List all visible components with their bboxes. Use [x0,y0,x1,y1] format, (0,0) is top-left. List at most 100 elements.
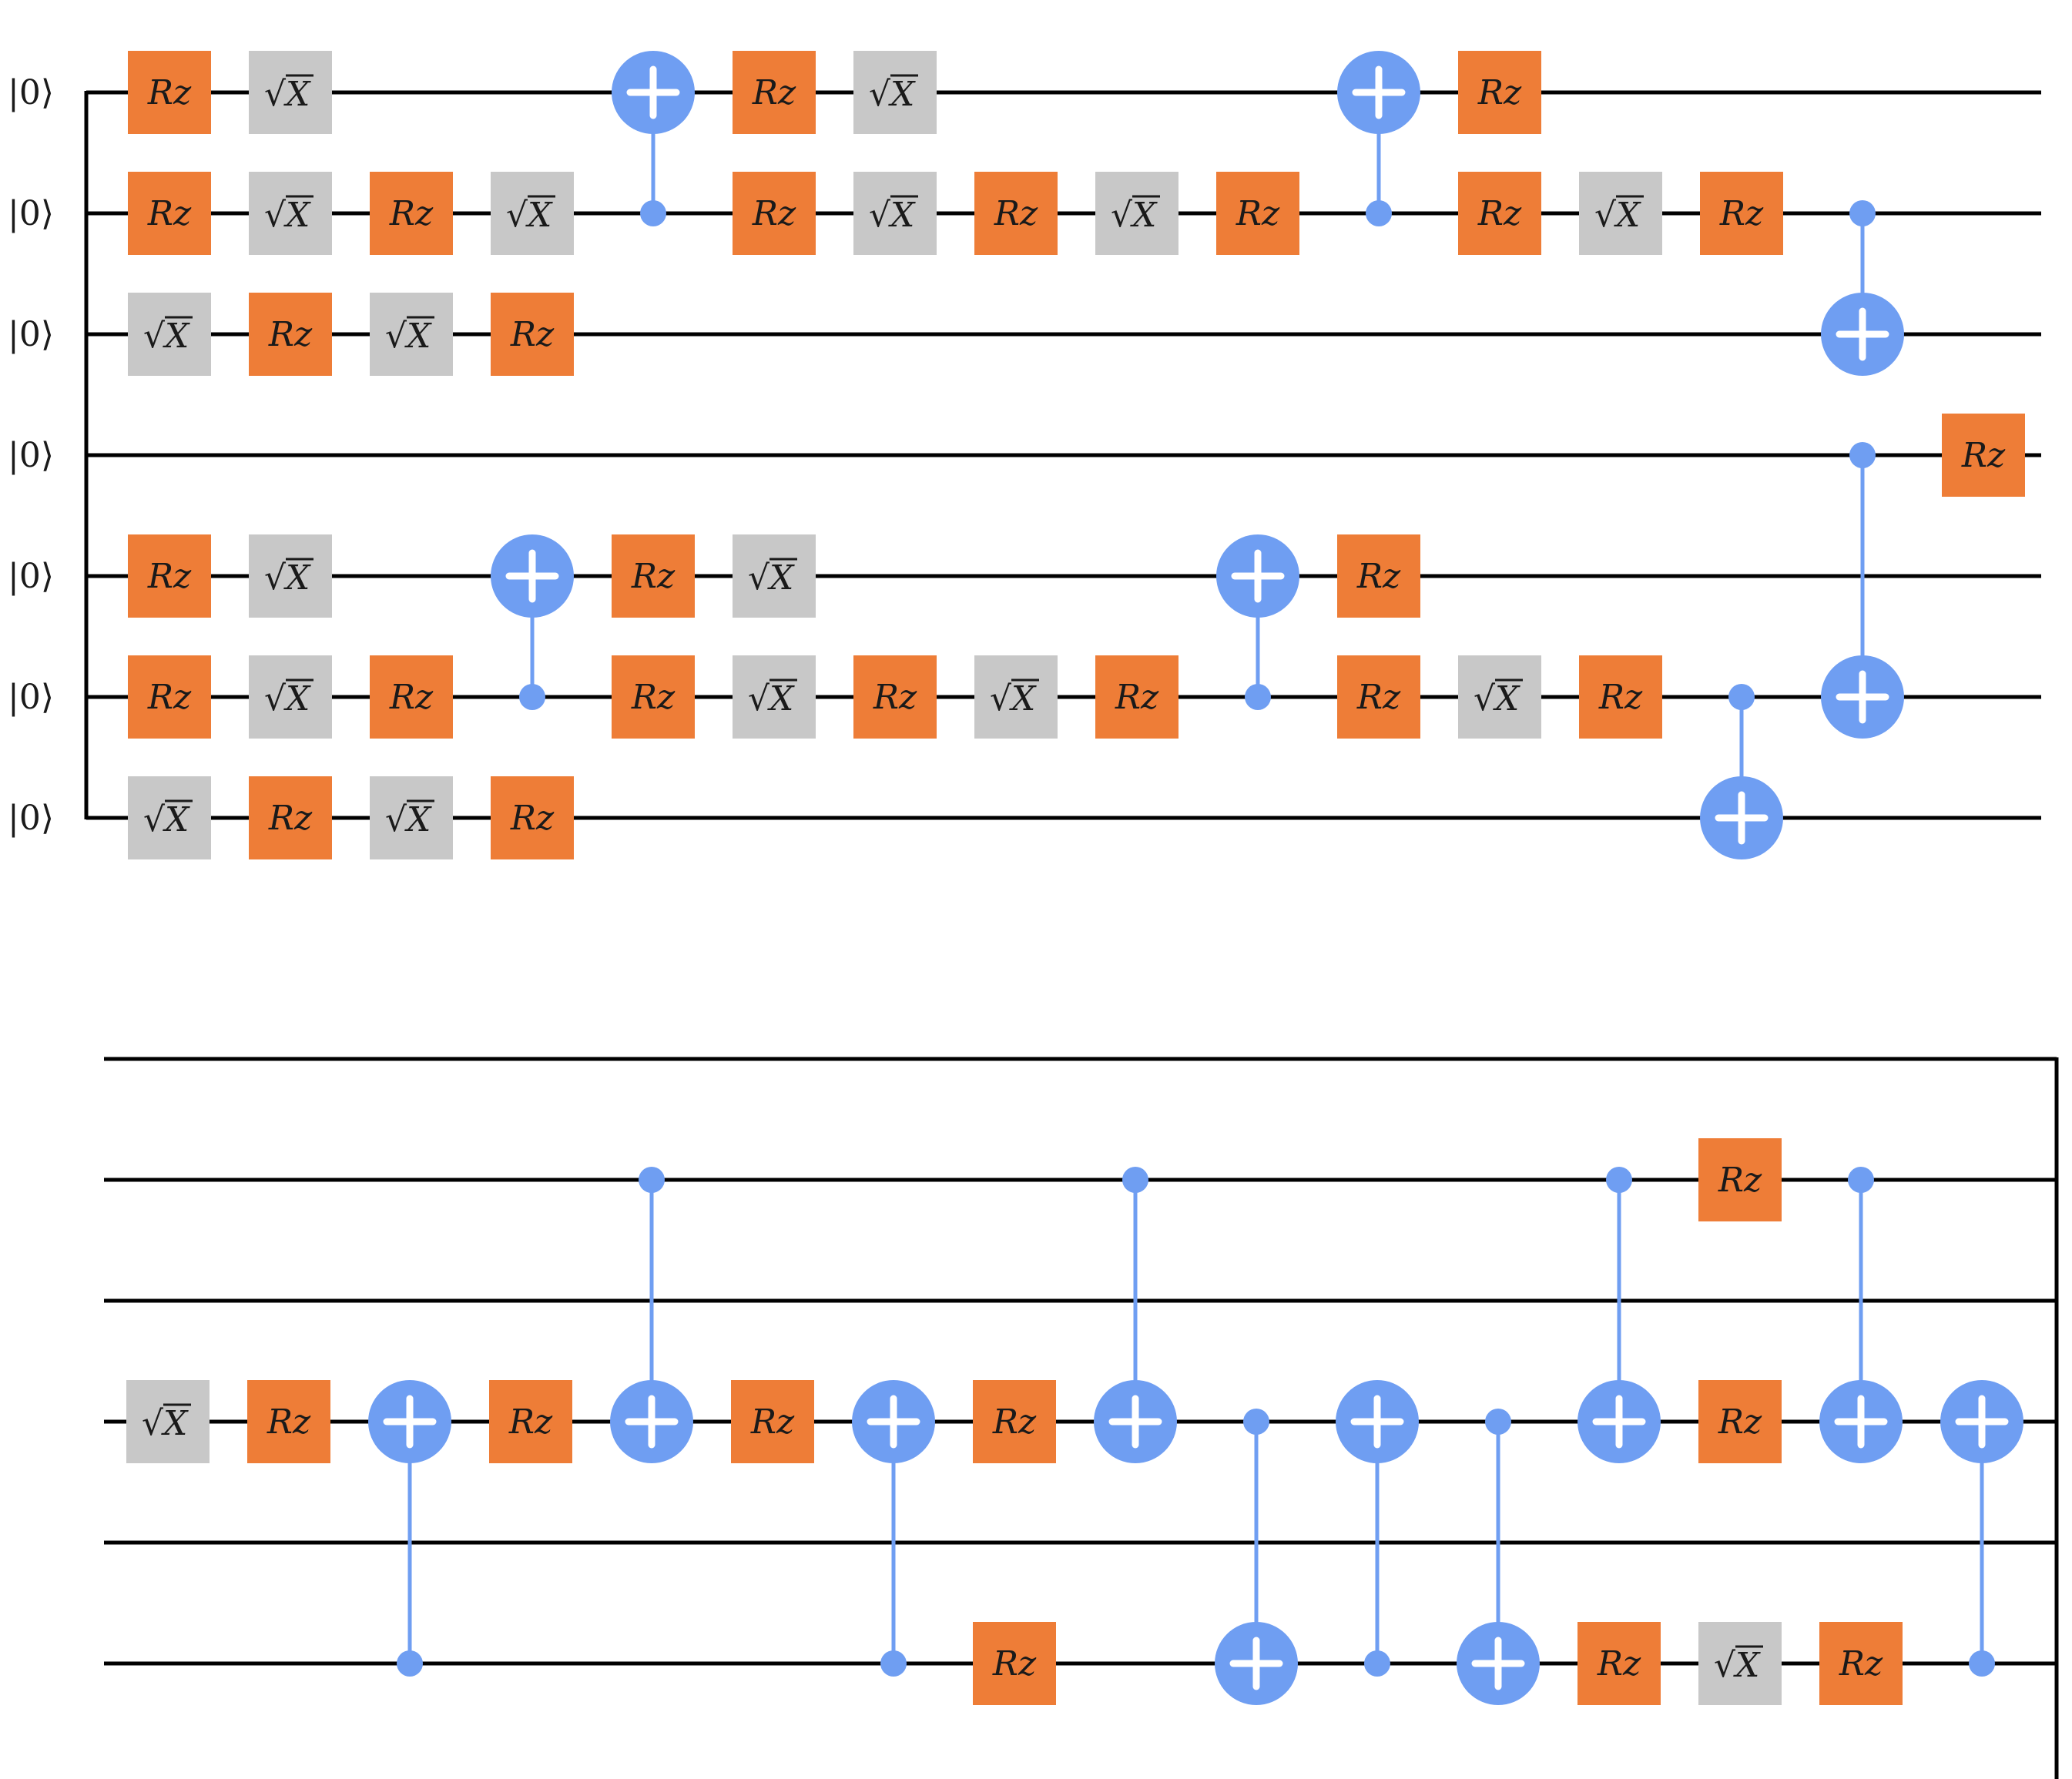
circle-plus-icon [1821,655,1904,739]
rz-gate-label: Rz [1718,1161,1762,1200]
rz-gate: Rz [1698,1138,1782,1221]
rz-gate-label: Rz [1718,1402,1762,1442]
circle-plus-icon [1821,293,1904,376]
filled-dot-icon [1245,684,1271,710]
cnot-gate [1940,1380,2023,1677]
sqrt-x-letter: X [1614,196,1641,235]
rz-gate: Rz [128,51,211,134]
filled-dot-icon [1849,442,1876,468]
rz-gate-label: Rz [992,1402,1037,1442]
rz-gate: Rz [973,1380,1056,1463]
rz-gate-label: Rz [1356,678,1401,717]
sqrt-symbol: √ [264,75,287,114]
circle-plus-icon [368,1380,451,1463]
filled-dot-icon [1485,1409,1511,1435]
rz-gate-label: Rz [631,678,676,717]
sqrt-x-gate: √X [853,51,937,134]
sqrt-x-gate: √X [733,534,816,618]
sqrt-x-gate: √X [128,293,211,376]
rz-gate: Rz [247,1380,330,1463]
rz-gate-label: Rz [752,194,796,233]
rz-gate: Rz [370,655,453,739]
sqrt-x-gate: √X [853,172,937,255]
sqrt-x-letter: X [1130,196,1158,235]
circle-plus-icon [1094,1380,1177,1463]
circle-plus-icon [1457,1622,1540,1705]
circle-plus-icon [1700,776,1783,859]
rz-gate: Rz [731,1380,814,1463]
sqrt-x-letter: X [888,196,916,235]
rz-gate: Rz [489,1380,572,1463]
sqrt-symbol: √ [748,558,770,598]
sqrt-symbol: √ [990,679,1012,719]
filled-dot-icon [1728,684,1755,710]
sqrt-symbol: √ [143,317,166,356]
cnot-gate [610,1167,693,1463]
sqrt-x-letter: X [767,679,795,719]
initial-state-label: |0⟩ [8,73,54,112]
rz-gate-label: Rz [1598,678,1643,717]
rz-gate: Rz [612,534,695,618]
circle-plus-icon [1819,1380,1903,1463]
circle-plus-icon [491,534,574,618]
sqrt-symbol: √ [748,679,770,719]
rz-gate: Rz [1458,172,1541,255]
rz-gate-label: Rz [873,678,917,717]
circle-plus-icon [610,1380,693,1463]
circle-plus-icon [1940,1380,2023,1463]
cnot-gate [1215,1409,1298,1705]
rz-gate: Rz [1577,1622,1661,1705]
sqrt-x-letter: X [1009,679,1037,719]
rz-gate: Rz [128,534,211,618]
sqrt-x-letter: X [283,558,311,598]
sqrt-x-gate: √X [249,655,332,739]
sqrt-x-letter: X [767,558,795,598]
cnot-gate [1457,1409,1540,1705]
sqrt-symbol: √ [142,1404,164,1443]
circle-plus-icon [1216,534,1299,618]
filled-dot-icon [880,1650,907,1677]
sqrt-symbol: √ [1474,679,1496,719]
rz-gate-label: Rz [1235,194,1280,233]
rz-gate-label: Rz [992,1644,1037,1684]
circle-plus-icon [1577,1380,1661,1463]
sqrt-symbol: √ [264,558,287,598]
rz-gate-label: Rz [389,194,434,233]
sqrt-x-gate: √X [249,51,332,134]
sqrt-x-gate: √X [1458,655,1541,739]
filled-dot-icon [1243,1409,1269,1435]
cnot-gate [1819,1167,1903,1463]
rz-gate: Rz [1942,414,2025,497]
rz-gate-label: Rz [1115,678,1159,717]
sqrt-x-gate: √X [370,776,453,859]
rz-gate-label: Rz [508,1402,553,1442]
sqrt-x-letter: X [163,800,190,839]
filled-dot-icon [639,1167,665,1193]
sqrt-symbol: √ [143,800,166,839]
rz-gate-label: Rz [631,557,676,596]
circle-plus-icon [1336,1380,1419,1463]
rz-gate: Rz [1216,172,1299,255]
rz-gate: Rz [733,172,816,255]
rz-gate-label: Rz [267,1402,311,1442]
rz-gate: Rz [491,293,574,376]
rz-gate-label: Rz [268,799,313,838]
cnot-gate [1337,51,1420,226]
filled-dot-icon [1122,1167,1148,1193]
initial-state-label: |0⟩ [8,315,54,354]
sqrt-x-gate: √X [491,172,574,255]
filled-dot-icon [1849,200,1876,226]
rz-gate-label: Rz [389,678,434,717]
rz-gate: Rz [1700,172,1783,255]
sqrt-x-letter: X [161,1404,189,1443]
rz-gate: Rz [370,172,453,255]
sqrt-x-letter: X [404,317,432,356]
sqrt-x-gate: √X [126,1380,210,1463]
sqrt-x-gate: √X [1698,1622,1782,1705]
sqrt-x-gate: √X [249,534,332,618]
cnot-gate [852,1380,935,1677]
rz-gate: Rz [128,172,211,255]
filled-dot-icon [519,684,545,710]
rz-gate-label: Rz [752,73,796,112]
